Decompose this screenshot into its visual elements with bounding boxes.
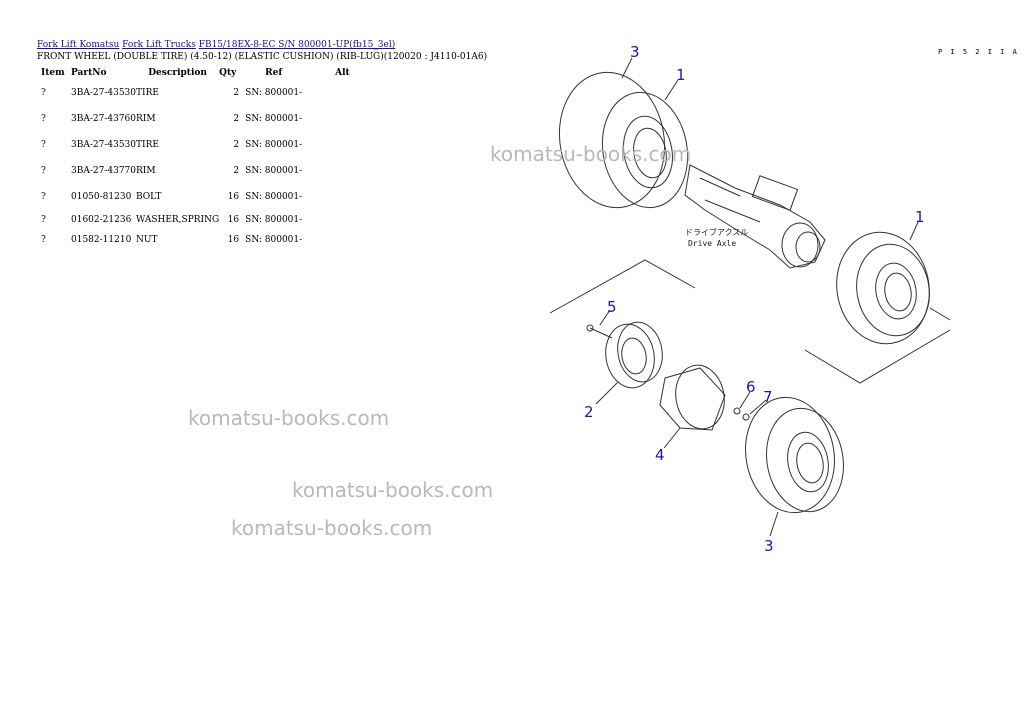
col-header-partno: PartNo [71, 68, 107, 78]
watermark-lower: komatsu-books.com [231, 516, 433, 540]
cell-ref: SN: 800001- [245, 235, 303, 245]
callout-1-top: 1 [676, 66, 686, 84]
cell-description: WASHER,SPRING [136, 215, 220, 225]
callout-5: 5 [607, 298, 617, 316]
breadcrumb-link-forklift-komatsu[interactable]: Fork Lift Komatsu [37, 40, 120, 50]
cell-item: ? [41, 235, 46, 245]
cell-description: TIRE [136, 88, 159, 98]
figure-code: P I 5 2 I I A [938, 48, 1019, 56]
table-row: ? 3BA-27-43530 TIRE 2 SN: 800001- [37, 80, 365, 106]
callout-3-top: 3 [630, 43, 640, 61]
cell-ref: SN: 800001- [245, 114, 303, 124]
watermark-diagram: komatsu-books.com [490, 142, 692, 166]
table-row: ? 3BA-27-43760 RIM 2 SN: 800001- [37, 106, 365, 132]
cell-ref: SN: 800001- [245, 140, 303, 150]
cell-qty: 2 [233, 140, 240, 150]
col-header-description: Description [148, 68, 207, 78]
drive-axle-label-jp: ドライブアクスル [685, 227, 748, 237]
cell-partno: 01050-81230 [71, 192, 132, 202]
callout-4: 4 [655, 446, 665, 464]
col-header-item: Item [41, 68, 65, 78]
cell-item: ? [41, 88, 46, 98]
breadcrumb-link-forklift-trucks[interactable]: Fork Lift Trucks [122, 40, 196, 50]
col-header-alt: Alt [335, 68, 350, 78]
cell-qty: 2 [233, 166, 240, 176]
page-title: FRONT WHEEL (DOUBLE TIRE) (4.50-12) (ELA… [37, 52, 488, 62]
table-row: ? 01582-11210 NUT 16 SN: 800001- [37, 230, 365, 250]
cell-ref: SN: 800001- [245, 215, 303, 225]
col-header-qty: Qty [219, 68, 237, 78]
right-inner-tire [836, 231, 930, 345]
table-row: ? 01050-81230 BOLT 16 SN: 800001- [37, 184, 365, 210]
cell-qty: 16 [227, 235, 240, 245]
cell-item: ? [41, 192, 46, 202]
cell-partno: 3BA-27-43760 [71, 114, 137, 124]
cell-partno: 3BA-27-43770 [71, 166, 137, 176]
breadcrumb: Fork Lift Komatsu Fork Lift Trucks FB15/… [37, 40, 395, 50]
cell-description: RIM [136, 114, 156, 124]
cell-description: RIM [136, 166, 156, 176]
lower-outer-tire [745, 396, 844, 514]
cell-qty: 16 [227, 215, 240, 225]
cell-qty: 16 [227, 192, 240, 202]
cell-ref: SN: 800001- [245, 192, 303, 202]
cell-item: ? [41, 140, 46, 150]
callout-7: 7 [763, 388, 773, 406]
cell-ref: SN: 800001- [245, 88, 303, 98]
cell-description: NUT [136, 235, 158, 245]
parts-table: Item PartNo Description Qty Ref Alt ? 3B… [37, 66, 365, 250]
drive-axle [684, 164, 826, 269]
drive-axle-label-en: Drive Axle [688, 239, 736, 248]
callout-3-bottom: 3 [764, 537, 774, 555]
watermark-middle: komatsu-books.com [292, 478, 494, 502]
cell-qty: 2 [233, 114, 240, 124]
callout-1-right: 1 [915, 208, 925, 226]
table-row: ? 3BA-27-43530 TIRE 2 SN: 800001- [37, 132, 365, 158]
rim-part [605, 321, 663, 389]
cell-item: ? [41, 215, 46, 225]
table-row: ? 01602-21236 WASHER,SPRING 16 SN: 80000… [37, 210, 365, 230]
watermark-left: komatsu-books.com [188, 406, 390, 430]
cell-description: BOLT [136, 192, 162, 202]
cell-partno: 3BA-27-43530 [71, 140, 137, 150]
rim-part-inner [659, 364, 726, 431]
cell-qty: 2 [233, 88, 240, 98]
upper-outer-tire [558, 71, 689, 209]
callout-6: 6 [746, 378, 756, 396]
cell-partno: 01602-21236 [71, 215, 132, 225]
cell-ref: SN: 800001- [245, 166, 303, 176]
breadcrumb-link-model[interactable]: FB15/18EX-8-EC S/N 800001-UP(fb15_3el) [198, 40, 396, 50]
table-header-row: Item PartNo Description Qty Ref Alt [37, 66, 365, 80]
callout-2: 2 [584, 403, 594, 421]
col-header-ref: Ref [265, 68, 283, 78]
cell-item: ? [41, 166, 46, 176]
table-row: ? 3BA-27-43770 RIM 2 SN: 800001- [37, 158, 365, 184]
cell-partno: 01582-11210 [71, 235, 132, 245]
cell-item: ? [41, 114, 46, 124]
cell-partno: 3BA-27-43530 [71, 88, 137, 98]
cell-description: TIRE [136, 140, 159, 150]
